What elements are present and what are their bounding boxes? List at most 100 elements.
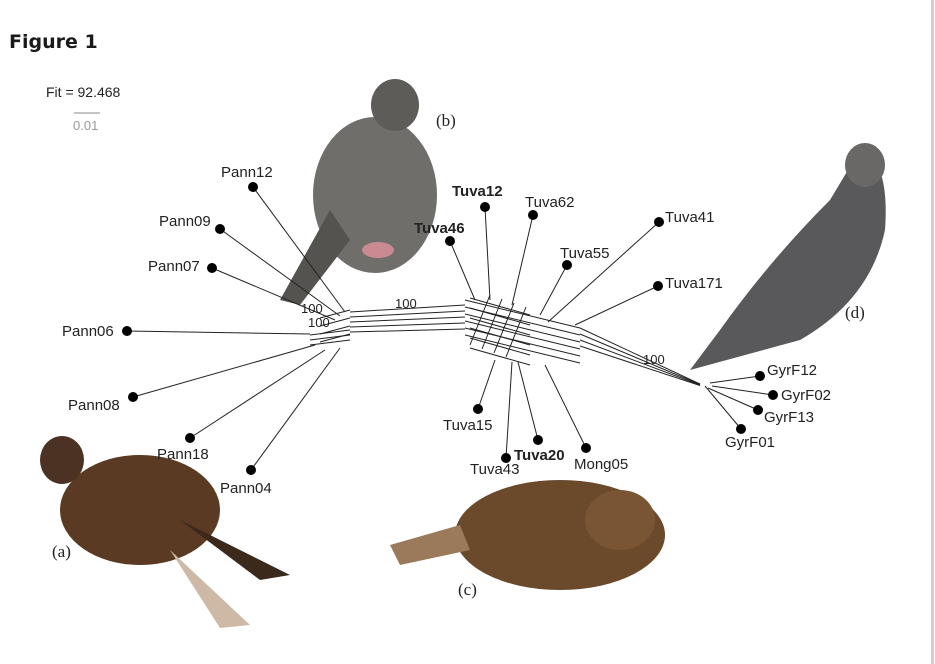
network-edge (319, 317, 351, 327)
network-edge (517, 361, 539, 441)
taxon-node (501, 453, 511, 463)
taxon-node (654, 217, 664, 227)
network-edge (309, 339, 351, 346)
taxon-node (185, 433, 195, 443)
taxon-label: Tuva12 (452, 183, 503, 200)
taxon-node (581, 443, 591, 453)
taxon-label: Mong05 (574, 456, 628, 473)
network-edge (511, 214, 534, 306)
network-edge (132, 344, 316, 398)
taxon-label: Pann18 (157, 446, 209, 463)
network-edge (547, 221, 660, 323)
taxon-node (755, 371, 765, 381)
taxon-node (246, 465, 256, 475)
taxon-label: GyrF02 (781, 387, 831, 404)
network-edge (349, 310, 466, 318)
taxon-label: GyrF01 (725, 434, 775, 451)
fit-label: Fit = 92.468 (46, 84, 121, 100)
network-edge (579, 345, 701, 386)
network-edge (469, 297, 531, 316)
network-edge (704, 385, 742, 430)
bootstrap-label: 100 (643, 352, 665, 367)
network-edge (579, 333, 701, 385)
network-edge (574, 285, 659, 326)
network-edge (252, 186, 346, 313)
network-edge (250, 347, 341, 471)
network-edge (469, 347, 531, 366)
figure-title: Figure 1 (9, 31, 98, 53)
falcon-photo-a (40, 436, 290, 628)
network-edge (126, 330, 311, 335)
network-edge (309, 329, 351, 336)
panel-label-a: (a) (52, 542, 71, 561)
network-edge (349, 328, 466, 333)
taxon-label: Tuva43 (470, 461, 519, 478)
taxon-node (248, 182, 258, 192)
network-edge (481, 298, 503, 350)
taxon-label: GyrF13 (764, 409, 814, 426)
bootstrap-label: 100 (395, 296, 417, 311)
network-edge (349, 322, 466, 328)
network-edge (709, 375, 761, 384)
panel-label-d: (d) (845, 303, 865, 322)
panel-label-b: (b) (436, 111, 456, 130)
taxon-label: Pann04 (220, 480, 272, 497)
falcon-photo-d (690, 143, 886, 370)
falcon-photo-b (280, 79, 437, 305)
network-edge (349, 316, 466, 323)
panel-label-c: (c) (458, 580, 477, 599)
taxon-node (528, 210, 538, 220)
taxon-node (768, 390, 778, 400)
network-edge (579, 339, 701, 386)
taxon-label: Tuva55 (560, 245, 609, 262)
page-border (931, 0, 934, 664)
network-edge (464, 334, 581, 364)
network-edge (477, 359, 496, 410)
network-edge (544, 364, 587, 449)
taxon-node (736, 424, 746, 434)
taxon-label: Tuva15 (443, 417, 492, 434)
taxon-label: Pann06 (62, 323, 114, 340)
falcon-photo-c (390, 480, 665, 590)
network-edge (349, 304, 466, 313)
network-edge (505, 306, 527, 358)
taxon-label: GyrF12 (767, 362, 817, 379)
taxon-label: Pann08 (68, 397, 120, 414)
taxon-node (215, 224, 225, 234)
taxon-node (533, 435, 543, 445)
taxon-node (653, 281, 663, 291)
taxon-label: Tuva62 (525, 194, 574, 211)
taxa-labels: Pann12Pann09Pann07Pann06Pann08Pann18Pann… (62, 164, 831, 497)
network-edge (211, 267, 336, 321)
network-edges (126, 186, 774, 471)
taxon-label: Tuva20 (514, 447, 565, 464)
bootstrap-label: 100 (308, 315, 330, 330)
network-edge (579, 327, 701, 385)
taxon-node (122, 326, 132, 336)
taxon-label: Tuva171 (665, 275, 723, 292)
taxon-node (128, 392, 138, 402)
taxon-label: Tuva46 (414, 220, 465, 237)
network-edge (464, 313, 581, 343)
taxon-label: Pann09 (159, 213, 211, 230)
taxon-node (207, 263, 217, 273)
network-edge (219, 228, 341, 317)
network-edge (464, 327, 581, 357)
taxon-label: Tuva41 (665, 209, 714, 226)
network-edge (493, 302, 515, 354)
bootstrap-label: 100 (301, 301, 323, 316)
network-edge (189, 349, 326, 439)
network-edge (707, 387, 759, 411)
network-edge (464, 320, 581, 350)
network-edge (484, 206, 491, 301)
taxon-node (753, 405, 763, 415)
taxon-node (480, 202, 490, 212)
network-edge (309, 334, 351, 341)
taxon-label: Pann07 (148, 258, 200, 275)
network-edge (539, 264, 568, 316)
taxon-node (562, 260, 572, 270)
scale-label: 0.01 (73, 118, 98, 133)
taxon-node (445, 236, 455, 246)
network-edge (711, 385, 774, 396)
